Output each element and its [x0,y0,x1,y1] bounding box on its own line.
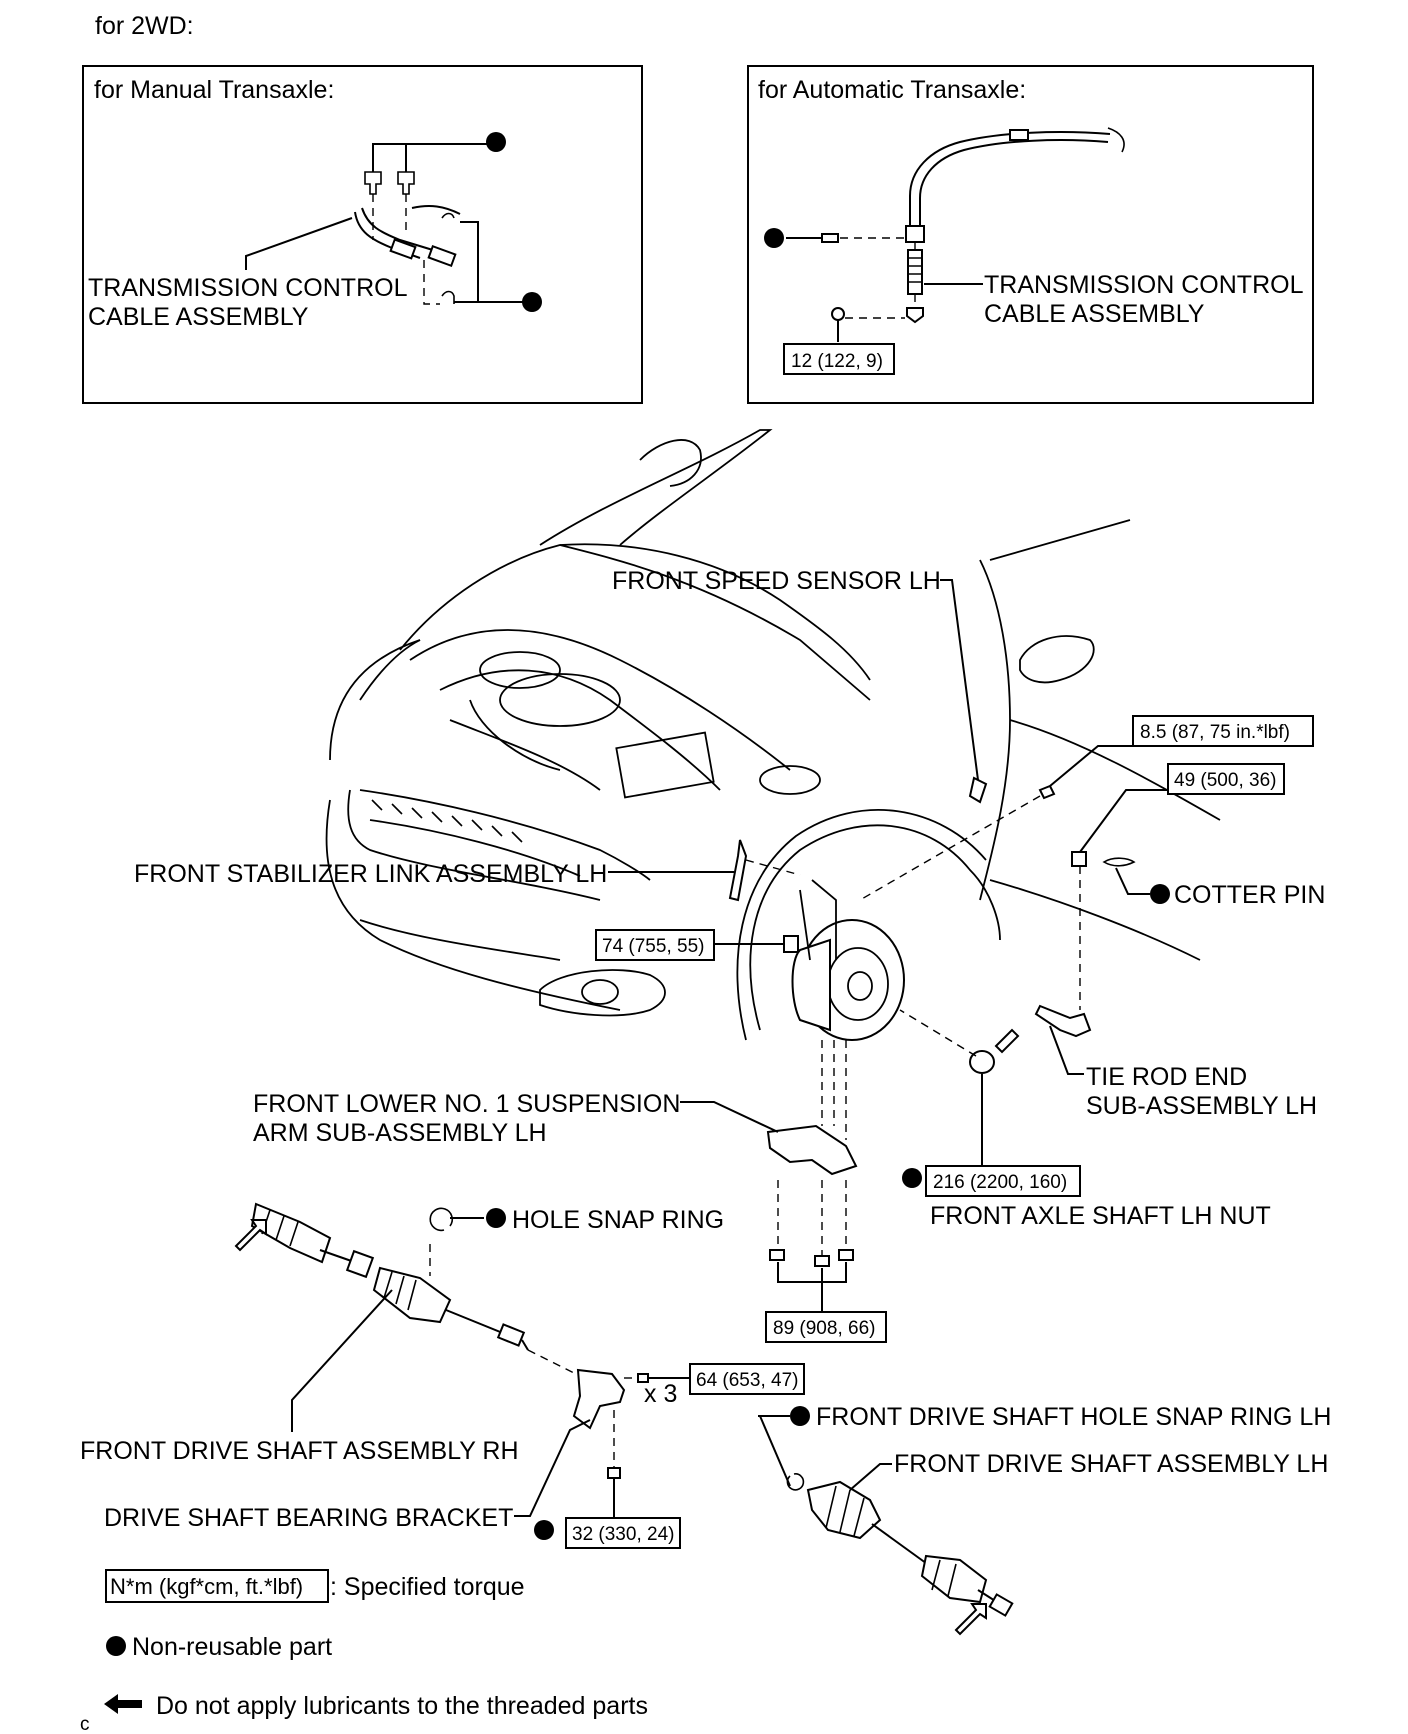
lower-arm-bolt [838,1249,854,1261]
tie-rod-label-line1: TIE ROD END [1086,1063,1247,1091]
automatic-transaxle-panel: for Automatic Transaxle: 12 (122, 9) TRA… [747,65,1314,404]
non-reusable-marker [790,1406,810,1426]
bracket-bolt [637,1373,649,1383]
non-reusable-marker [522,292,542,312]
drive-shaft-rh-label: FRONT DRIVE SHAFT ASSEMBLY RH [80,1437,519,1465]
non-reusable-marker [486,1208,506,1228]
clip-part [397,171,415,195]
auto-nut-part [831,307,845,321]
vehicle-front-illustration [325,429,1221,1041]
speed-sensor-torque: 8.5 (87, 75 in.*lbf) [1140,722,1290,743]
snap-ring-lh-part [786,1473,805,1491]
drive-shaft-lh-part [806,1480,1014,1617]
stabilizer-torque: 74 (755, 55) [602,936,704,957]
torque-box [765,1311,887,1343]
no-lube-arrow-icon [994,1028,1020,1054]
bracket-torque: 64 (653, 47) [696,1370,798,1391]
manual-cable-label-line2: CABLE ASSEMBLY [88,303,309,331]
axle-nut-torque: 216 (2200, 160) [933,1172,1067,1193]
manual-cable-label-line1: TRANSMISSION CONTROL [88,274,408,302]
torque-box [1132,715,1314,747]
manual-transaxle-panel: for Manual Transaxle: TRANSMISSION CONTR… [82,65,643,404]
torque-box [783,343,895,375]
bracket-bolt-lower [607,1467,621,1479]
lower-arm-label-line2: ARM SUB-ASSEMBLY LH [253,1119,547,1147]
drive-shaft-rh-part [250,1202,529,1351]
speed-sensor-bolt [1038,784,1056,800]
bearing-bracket-label: DRIVE SHAFT BEARING BRACKET [104,1504,513,1532]
hole-snap-ring-part [429,1207,453,1232]
no-lube-arrow-icon [104,1694,142,1714]
no-lube-arrow-icon [234,1219,267,1252]
tie-rod-end-part [1034,1004,1092,1038]
non-reusable-marker [902,1168,922,1188]
tie-rod-nut [1071,851,1087,867]
lower-arm-bolt [769,1249,785,1261]
auto-torque-label: 12 (122, 9) [791,351,883,372]
drive-shaft-lh-label: FRONT DRIVE SHAFT ASSEMBLY LH [894,1450,1328,1478]
legend-torque-box [105,1569,329,1603]
cotter-pin-part [1102,857,1136,867]
axle-nut-label: FRONT AXLE SHAFT LH NUT [930,1202,1271,1230]
auto-panel-title: for Automatic Transaxle: [758,76,1026,104]
torque-box [565,1517,681,1549]
stabilizer-link-part [728,839,748,902]
footer-code: c [80,1714,90,1734]
speed-sensor-label: FRONT SPEED SENSOR LH [612,567,941,595]
legend: N*m (kgf*cm, ft.*lbf) : Specified torque… [104,1569,648,1720]
torque-box [925,1165,1081,1197]
legend-torque-box-label: N*m (kgf*cm, ft.*lbf) [110,1574,303,1599]
hub-assembly [791,879,905,1041]
no-lube-arrow-icon [954,1603,987,1636]
speed-sensor-part [968,776,988,804]
bracket-lower-torque: 32 (330, 24) [572,1524,674,1545]
manual-panel-title: for Manual Transaxle: [94,76,334,104]
torque-box [689,1363,805,1395]
tie-rod-torque: 49 (500, 36) [1174,770,1276,791]
snap-ring-lh-label: FRONT DRIVE SHAFT HOLE SNAP RING LH [816,1403,1331,1431]
lower-arm-label-line1: FRONT LOWER NO. 1 SUSPENSION [253,1090,680,1118]
non-reusable-marker [764,228,784,248]
legend-torque-desc: : Specified torque [330,1573,525,1601]
bearing-bracket-part [572,1368,626,1430]
stabilizer-link-label: FRONT STABILIZER LINK ASSEMBLY LH [134,860,607,888]
auto-cable-label-line1: TRANSMISSION CONTROL [984,271,1304,299]
legend-non-reusable: Non-reusable part [132,1633,332,1661]
header-label: for 2WD: [95,12,194,40]
stabilizer-nut [783,935,799,953]
non-reusable-marker [486,132,506,152]
torque-box [1167,763,1285,795]
legend-no-lube: Do not apply lubricants to the threaded … [156,1692,648,1720]
clip-part [364,171,382,195]
non-reusable-marker [1150,884,1170,904]
cotter-pin-label: COTTER PIN [1174,881,1325,909]
times-three-label: x 3 [644,1380,677,1408]
hole-snap-ring-label: HOLE SNAP RING [512,1206,724,1234]
auto-cable-label-line2: CABLE ASSEMBLY [984,300,1205,328]
lower-arm-bolt [814,1255,830,1267]
tie-rod-label-line2: SUB-ASSEMBLY LH [1086,1092,1317,1120]
lower-arm-torque: 89 (908, 66) [773,1318,875,1339]
axle-nut-part [969,1050,995,1074]
torque-box [595,929,715,961]
non-reusable-marker [106,1636,126,1656]
non-reusable-marker [534,1520,554,1540]
lower-arm-part [766,1124,858,1176]
